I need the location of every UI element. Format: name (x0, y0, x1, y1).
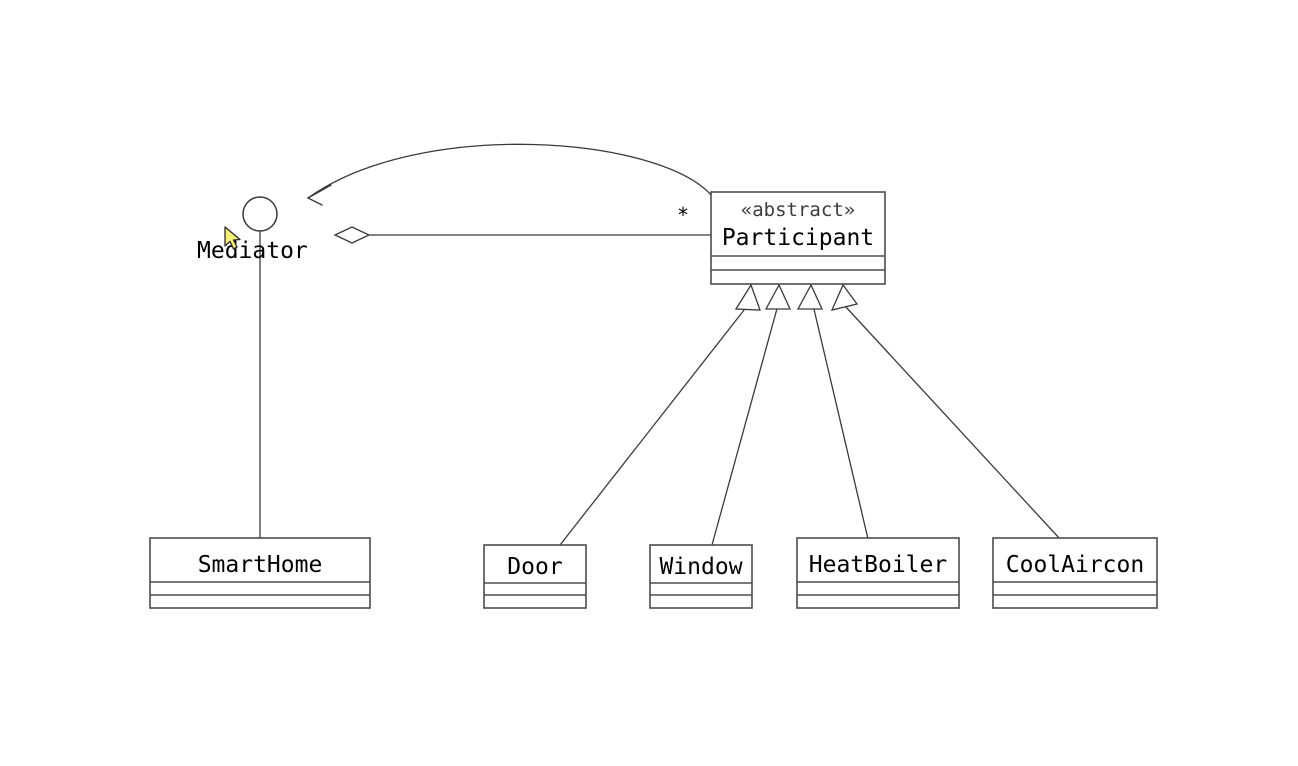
generalization-line-door (559, 304, 749, 546)
generalization-line-coolaircon (844, 305, 1061, 540)
generalization-line-window (711, 304, 779, 546)
generalization-triangle-icon-heatboiler (796, 283, 824, 310)
generalization-edge-window[interactable] (711, 283, 792, 546)
class-box-smarthome-rect (149, 537, 371, 609)
class-name-label-door: Door (507, 554, 562, 580)
class-box-window[interactable]: Window (649, 544, 753, 609)
aggregation-diamond-icon (333, 226, 371, 244)
class-name-label-smarthome: SmartHome (198, 552, 323, 578)
aggregation-edge-mediator-participant[interactable]: * (333, 203, 711, 244)
class-box-coolaircon-rect (992, 537, 1158, 609)
class-name-label-heatboiler: HeatBoiler (809, 552, 947, 578)
interface-node-mediator[interactable]: Mediator (197, 196, 308, 539)
class-name-label-coolaircon: CoolAircon (1006, 552, 1144, 578)
generalization-edge-coolaircon[interactable] (830, 283, 1061, 540)
generalization-edge-door[interactable] (559, 283, 761, 546)
interface-ball-icon[interactable] (242, 196, 278, 232)
class-stereotype-label: «abstract» (741, 199, 855, 221)
interface-label: Mediator (197, 238, 308, 264)
generalization-edge-heatboiler[interactable] (796, 283, 869, 540)
class-name-label-window: Window (659, 554, 742, 580)
class-name-label-participant: Participant (722, 225, 874, 251)
generalization-triangle-icon-door (734, 283, 761, 311)
generalization-triangle-icon-window (764, 283, 792, 310)
class-box-door-rect (483, 544, 587, 609)
class-box-coolaircon[interactable]: CoolAircon (992, 537, 1158, 609)
class-box-door[interactable]: Door (483, 544, 587, 609)
dependency-arrow-participant-to-mediator[interactable] (306, 143, 713, 206)
aggregation-multiplicity-label: * (677, 203, 689, 227)
class-box-heatboiler-rect (796, 537, 960, 609)
class-box-heatboiler[interactable]: HeatBoiler (796, 537, 960, 609)
generalization-triangle-icon-coolaircon (830, 283, 859, 311)
class-box-window-rect (649, 544, 753, 609)
dependency-curve (307, 143, 713, 199)
class-box-participant-rect (710, 191, 886, 285)
class-box-participant[interactable]: «abstract» Participant (710, 191, 886, 285)
class-box-smarthome[interactable]: SmartHome (149, 537, 371, 609)
dependency-arrowhead-icon (306, 184, 332, 206)
generalization-line-heatboiler (812, 304, 869, 540)
